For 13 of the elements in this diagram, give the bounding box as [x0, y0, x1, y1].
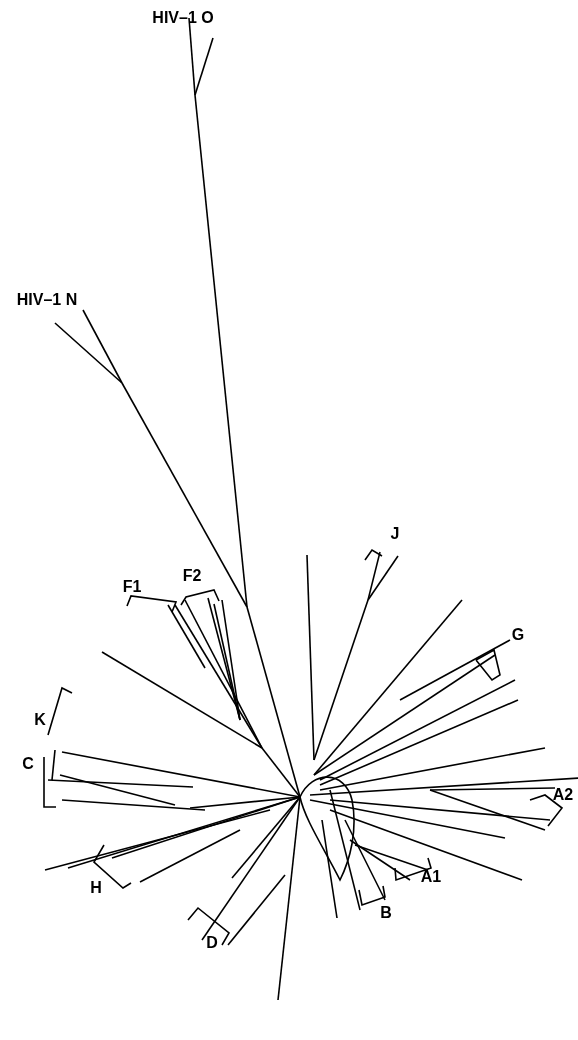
clade-label: K	[34, 712, 46, 728]
clade-label: B	[380, 905, 392, 921]
clade-label: F2	[182, 568, 202, 584]
clade-label: A1	[420, 869, 442, 885]
clade-label: F1	[122, 579, 142, 595]
clade-label: HIV–1 N	[16, 292, 78, 308]
clade-label: C	[22, 756, 34, 772]
clade-label: A2	[552, 787, 574, 803]
clade-label: J	[390, 526, 400, 542]
clade-label: H	[90, 880, 102, 896]
clade-label: HIV–1 O	[152, 10, 214, 26]
clade-label: D	[206, 935, 218, 951]
clade-label: G	[511, 627, 525, 643]
